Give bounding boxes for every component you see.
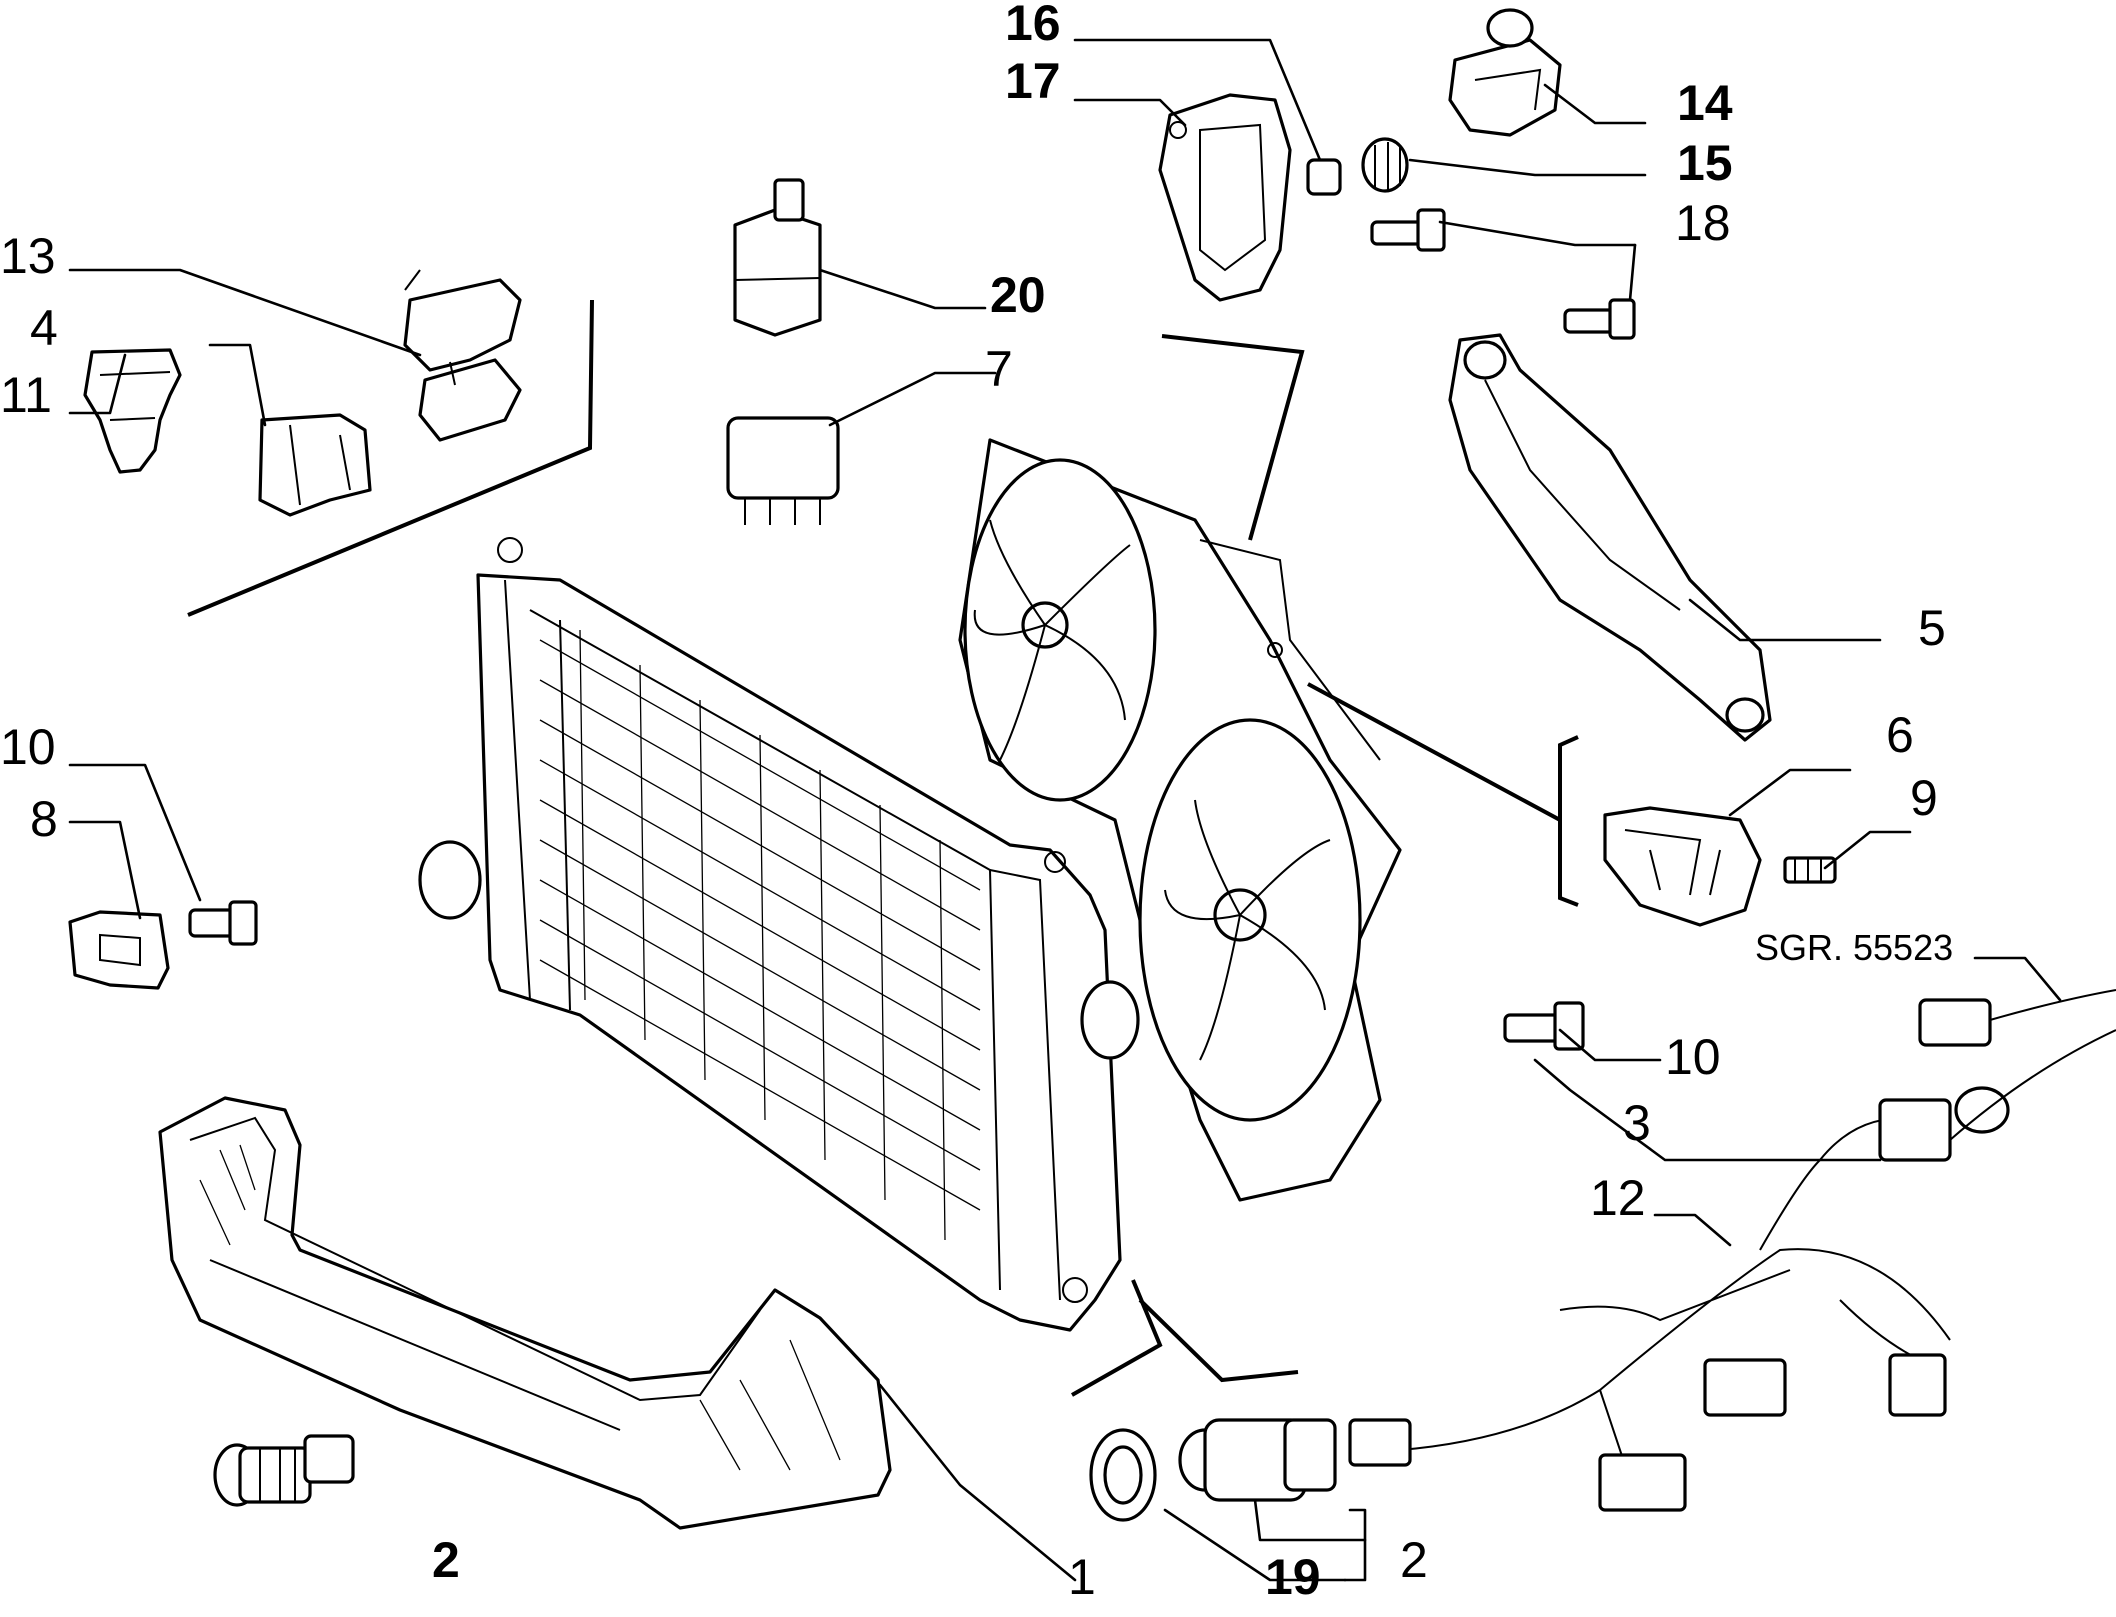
part-8-cap xyxy=(68,910,170,990)
label-12: 12 xyxy=(1590,1170,1646,1226)
label-2-right: 2 xyxy=(1400,1532,1428,1588)
label-11: 11 xyxy=(0,367,52,423)
label-18: 18 xyxy=(1675,195,1731,251)
label-9: 9 xyxy=(1910,770,1938,826)
part-19-washer xyxy=(1089,1428,1157,1522)
label-8: 8 xyxy=(30,791,58,847)
label-4: 4 xyxy=(30,300,58,356)
part-7-relay xyxy=(726,416,840,525)
label-19: 19 xyxy=(1265,1549,1321,1605)
label-5: 5 xyxy=(1918,600,1946,656)
part-2-temperature-switch-left xyxy=(213,1434,355,1507)
label-3: 3 xyxy=(1623,1095,1651,1151)
part-10-bleed-screw-right xyxy=(1503,1001,1585,1051)
part-12-wiring-harness xyxy=(1348,989,2116,1512)
part-20-relay xyxy=(733,178,822,337)
separator-lines xyxy=(187,299,1579,1397)
part-3-fan-assembly xyxy=(958,438,1402,1202)
label-13: 13 xyxy=(0,228,56,284)
label-10-right: 10 xyxy=(1665,1029,1721,1085)
part-2-temperature-switch-right xyxy=(1178,1418,1337,1502)
reference-code: SGR. 55523 xyxy=(1755,927,1953,968)
label-2-left: 2 xyxy=(432,1532,460,1588)
part-15-nut xyxy=(1361,137,1409,193)
part-16-spacer xyxy=(1306,158,1342,196)
part-10-bleed-screw-left xyxy=(188,900,258,946)
label-15: 15 xyxy=(1677,135,1733,191)
label-6: 6 xyxy=(1886,707,1914,763)
label-14: 14 xyxy=(1677,75,1733,131)
label-17: 17 xyxy=(1005,53,1061,109)
part-1-air-deflector xyxy=(158,1096,892,1530)
part-9-screw xyxy=(1783,856,1837,884)
label-1: 1 xyxy=(1068,1549,1096,1605)
part-13-double-clip xyxy=(403,269,522,442)
part-5-bracket xyxy=(1448,333,1772,742)
radiator xyxy=(418,537,1140,1332)
label-20: 20 xyxy=(990,267,1046,323)
label-16: 16 xyxy=(1005,0,1061,51)
leader-lines xyxy=(68,38,2062,1582)
label-7: 7 xyxy=(985,341,1013,397)
part-18-screws xyxy=(1370,208,1636,340)
part-17-cover-plate xyxy=(1158,93,1292,302)
part-6-resistor-module xyxy=(1603,806,1762,927)
part-labels: 1 2 2 3 4 5 6 7 8 9 10 10 11 12 13 14 15… xyxy=(0,0,1953,1605)
part-14-clip xyxy=(1448,8,1562,137)
part-11-push-pin xyxy=(83,348,182,474)
part-4-clip xyxy=(258,413,372,517)
label-10-left: 10 xyxy=(0,719,56,775)
